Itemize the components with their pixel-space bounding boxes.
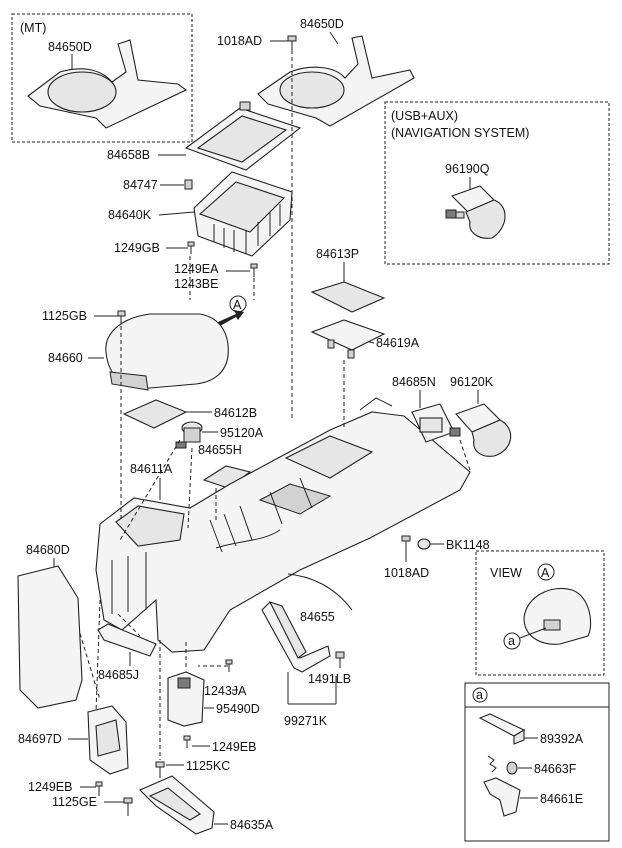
label-95490D: 95490D [216,702,260,716]
label-84613P: 84613P [316,247,359,261]
clip-84747: 84747 [123,178,193,192]
screw-1491LB [335,651,345,668]
label-99271K: 99271K [284,714,328,728]
usb-aux-label: (USB+AUX) [391,109,458,123]
trim-strip-84655: 84655 [287,573,353,624]
arrow-letter: A [233,298,242,312]
label-1243BE: 1243BE [174,277,218,291]
navigation-label: (NAVIGATION SYSTEM) [391,126,529,140]
label-84655: 84655 [300,610,335,624]
label-84658B: 84658B [107,148,150,162]
detail-letter: a [476,688,483,702]
trim-84655H: 84655H [198,443,252,489]
label-1125KC: 1125KC [186,759,230,773]
label-1249GB: 1249GB [114,241,160,255]
label-84663F: 84663F [534,762,577,776]
console-body-84611A: 84611A [95,397,471,653]
label-84619A: 84619A [376,336,420,350]
part-84663F: 84663F [487,755,577,776]
top-cover-84650D: 1018AD 84650D [217,17,415,127]
label-84635A: 84635A [230,818,274,832]
switch-95490D: 1243JA 95490D 1249EB [167,659,260,754]
tray-frame-84658B: 84658B [107,101,302,171]
view-a-box: VIEW A a [475,550,605,676]
label-84650D-mt: 84650D [48,40,92,54]
label-1018AD-mid: 1018AD [384,566,429,580]
label-1018AD-top: 1018AD [217,34,262,48]
label-84611A: 84611A [130,462,173,476]
label-84680D: 84680D [26,543,70,557]
pad-84612B: 84612B [122,399,257,429]
view-arrow-a: A [218,295,247,326]
view-label: VIEW [490,566,522,580]
label-1249EB-bottom: 1249EB [28,780,72,794]
storage-box-84640K: 84640K [108,171,293,257]
part-89392A: 89392A [478,713,584,746]
label-1249EB-mid: 1249EB [212,740,256,754]
label-95120A: 95120A [220,426,264,440]
view-letter: A [541,566,550,580]
detail-a-box: a 89392A 84663F 84661E [464,682,610,842]
screw-1249GB: 1249GB [114,241,195,255]
screw-1125KC: 1125KC [155,759,230,778]
armrest-84660: 1125GB 84660 [42,309,229,391]
label-89392A: 89392A [540,732,584,746]
label-84747: 84747 [123,178,158,192]
label-84612B: 84612B [214,406,257,420]
label-84697D: 84697D [18,732,62,746]
label-BK1148: BK1148 [446,538,490,552]
part-84661E: 84661E [483,777,583,817]
power-outlet-95120A: 95120A [175,421,264,449]
label-1249EA: 1249EA [174,262,219,276]
label-1491LB: 1491LB [308,672,351,686]
label-1125GE: 1125GE [52,795,97,809]
screw-1249EA: 1249EA 1243BE [174,262,258,291]
label-84655H: 84655H [198,443,242,457]
label-84650D: 84650D [300,17,344,31]
bracket-84635A: 84635A [139,775,274,835]
lid-84613P: 84613P [310,247,386,313]
screw-1249EB-mid [183,735,191,748]
view-callout-letter: a [508,634,515,648]
leader-lines [75,50,471,760]
label-84685N: 84685N [392,375,436,389]
label-96120K: 96120K [450,375,494,389]
mt-group-label: (MT) [20,21,46,35]
label-84661E: 84661E [540,792,583,806]
bracket-99271K: 1491LB 99271K [261,601,351,728]
usb-aux-nav-box: (USB+AUX) (NAVIGATION SYSTEM) 96190Q [384,101,610,265]
side-panel-84680D: 84680D [17,543,83,709]
usb-jack-84685N: 84685N 96120K [392,375,512,457]
bracket-84685J: 84685J [97,623,157,682]
clip-BK1148: BK1148 1018AD [384,535,490,580]
mt-inset-box: (MT) 84650D [11,13,193,143]
screw-1249EB-bottom: 1249EB [28,780,103,796]
screw-1125GE: 1125GE [52,795,133,816]
screw-1018AD-top [287,35,297,50]
label-96190Q: 96190Q [445,162,490,176]
label-1125GB: 1125GB [42,309,87,323]
lid-frame-84619A: 84619A [310,319,420,359]
label-1243JA: 1243JA [204,684,247,698]
label-84660: 84660 [48,351,83,365]
bracket-84697D: 84697D [18,705,129,775]
label-84685J: 84685J [98,668,139,682]
label-84640K: 84640K [108,208,152,222]
